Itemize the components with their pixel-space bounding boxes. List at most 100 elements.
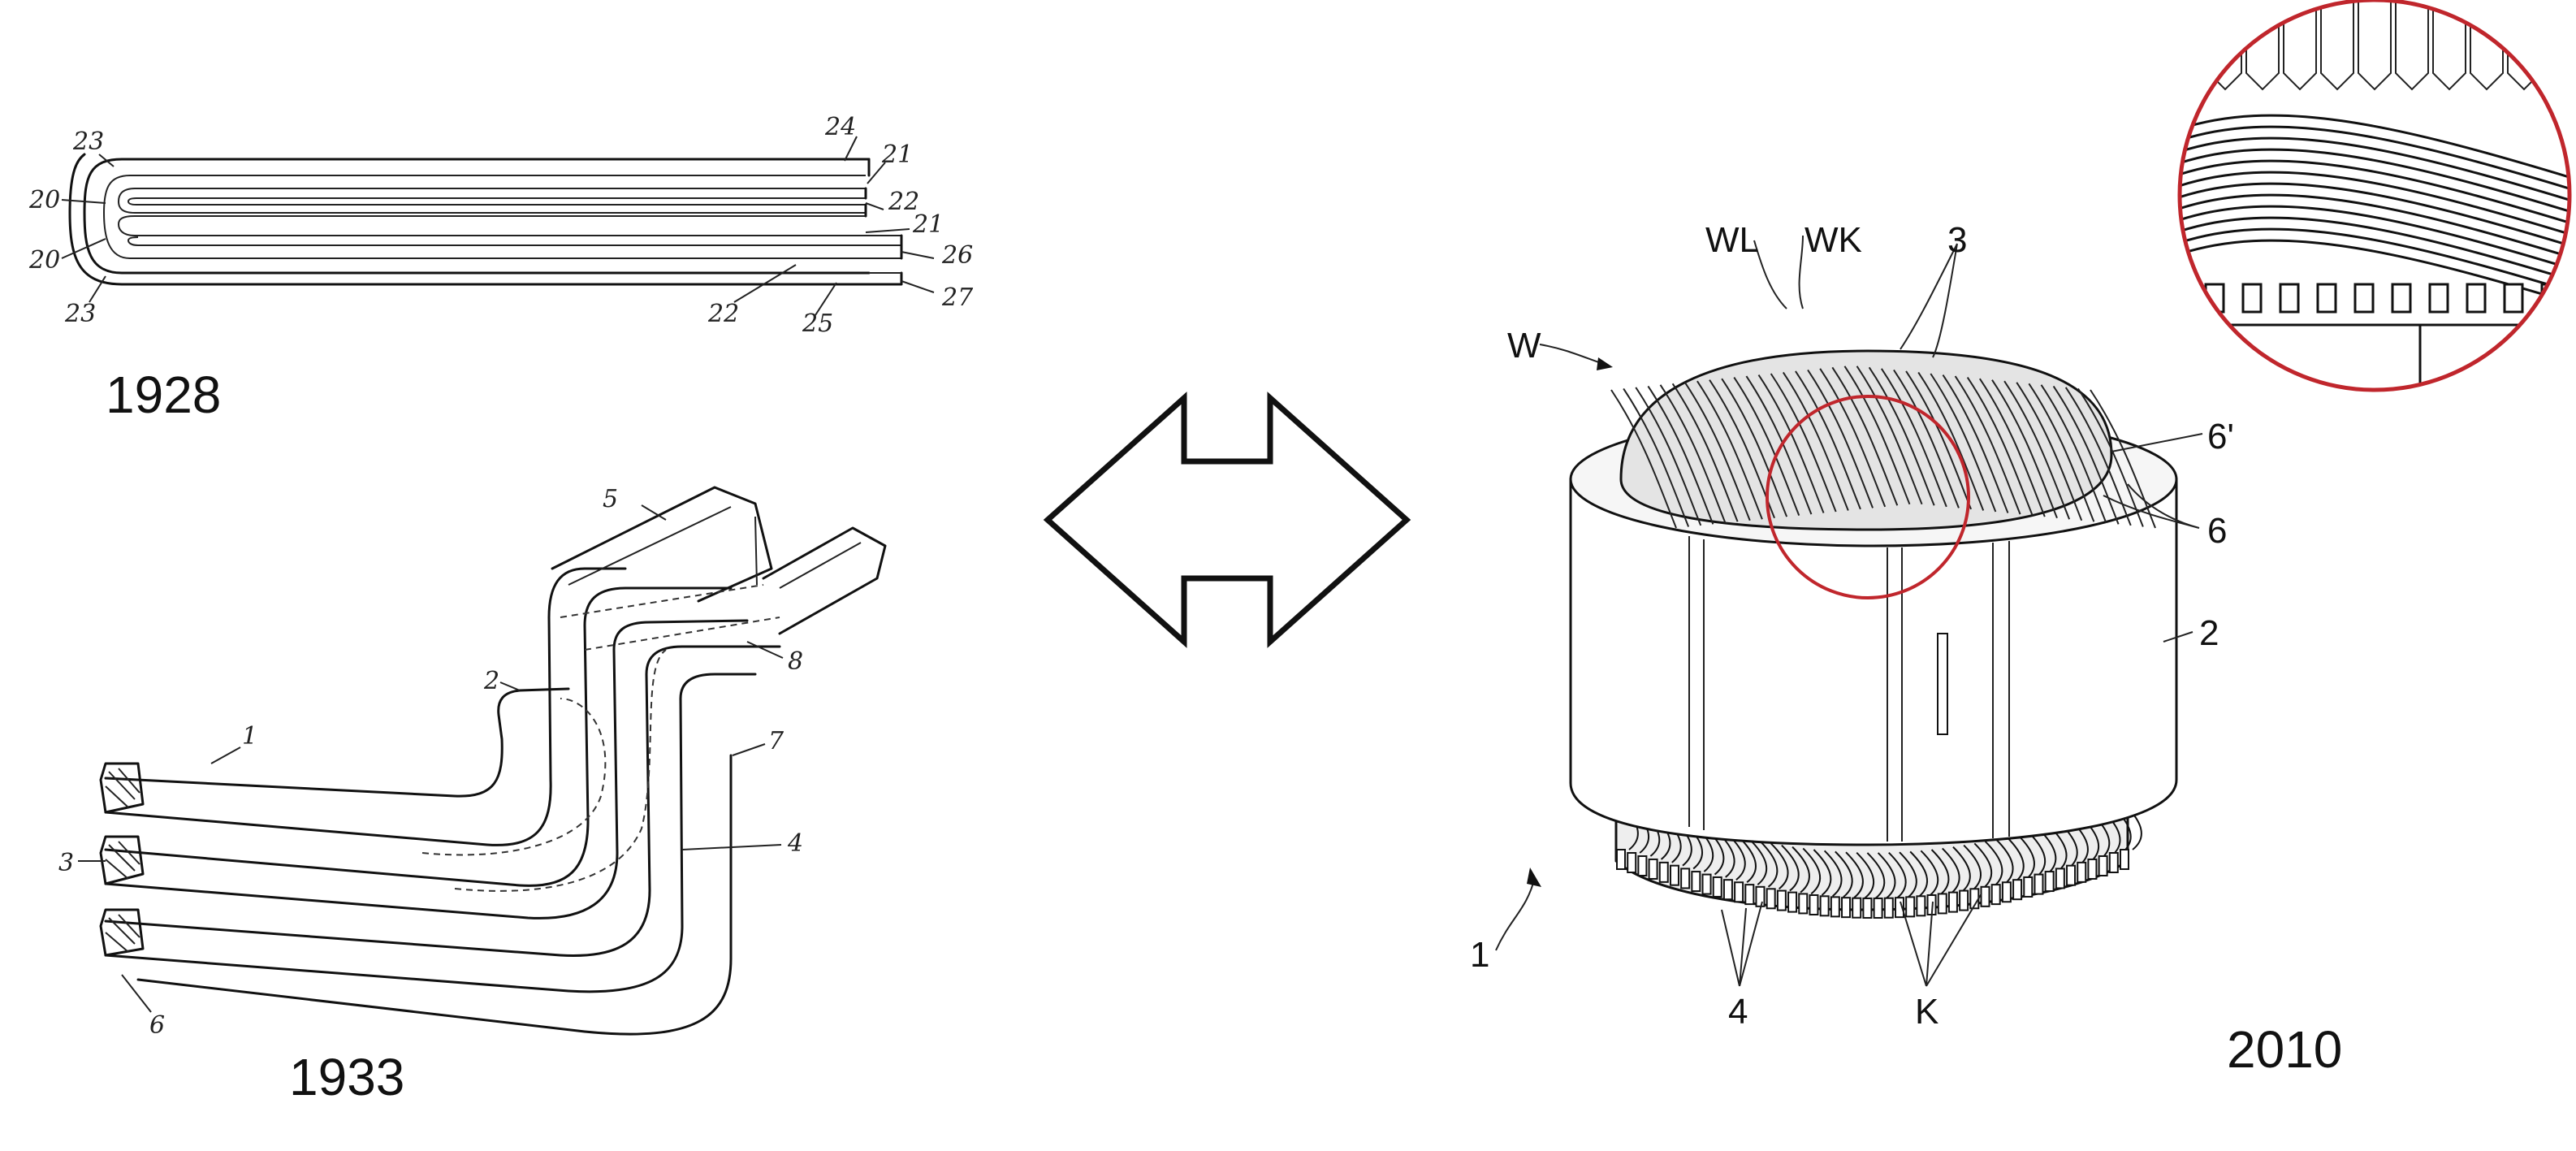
- winding-strand: [1659, 384, 1727, 524]
- stator-tooth: [1916, 895, 1926, 917]
- winding-strand: [2180, 125, 2570, 192]
- label-W: W: [1507, 326, 1541, 366]
- winding-strand: [1856, 366, 1923, 505]
- stator-tooth: [2077, 861, 2087, 883]
- winding-pin: [2283, 0, 2317, 91]
- stator-tooth: [1712, 876, 1722, 898]
- stator-tooth: [2098, 855, 2108, 876]
- label-4: 4: [787, 829, 803, 858]
- stator-tooth: [2428, 283, 2449, 314]
- winding-strand: [1795, 370, 1861, 510]
- label-7: 7: [768, 727, 784, 755]
- winding-strand: [1952, 846, 1971, 894]
- wire-end-top: [99, 762, 145, 814]
- stator-tooth: [2044, 871, 2055, 893]
- winding-strand: [1984, 841, 2003, 888]
- winding-strand: [1759, 841, 1779, 888]
- stator-tooth: [1627, 852, 1637, 874]
- winding-strand: [2016, 833, 2035, 881]
- winding-strand: [2180, 193, 2570, 260]
- label-5: 5: [603, 485, 618, 513]
- stator-tooth: [1809, 894, 1819, 915]
- label-21-bottom: 21: [912, 210, 944, 239]
- winding-strand: [1868, 366, 1935, 506]
- winding-strand: [2180, 239, 2570, 305]
- winding-strand: [1966, 377, 2034, 516]
- stator-tooth: [1959, 889, 1969, 911]
- stator-tooth: [1616, 849, 1626, 870]
- winding-strand: [2180, 205, 2570, 271]
- winding-strand: [1802, 847, 1822, 895]
- winding-strand: [1696, 380, 1763, 520]
- stator-tooth: [1776, 889, 1787, 911]
- winding-strand: [1979, 378, 2046, 517]
- winding-strand: [1733, 377, 1800, 516]
- winding-strand: [1973, 842, 1993, 890]
- winding-strand: [1930, 849, 1950, 896]
- stator-tooth: [2353, 283, 2375, 314]
- stator-tooth: [2087, 858, 2098, 880]
- stator-tooth: [1669, 864, 1679, 886]
- year-1928: 1928: [106, 366, 221, 424]
- winding-pin: [2320, 0, 2354, 91]
- winding-strand: [2077, 387, 2144, 527]
- stator-tooth: [1798, 893, 1809, 915]
- winding-strand: [1813, 849, 1832, 896]
- label-21-top: 21: [881, 141, 913, 169]
- winding-strand: [1781, 844, 1800, 892]
- stator-tooth: [2241, 283, 2263, 314]
- winding-strand: [2180, 136, 2570, 203]
- winding-strand: [1942, 374, 2009, 513]
- stator-tooth: [1648, 858, 1658, 880]
- figure-1933: 5 2 1 3 6 8 7 4 1933: [58, 485, 887, 1106]
- winding-strand: [1671, 383, 1739, 522]
- winding-strand: [1905, 370, 1973, 510]
- label-20-bottom: 20: [28, 246, 60, 275]
- winding-strand: [1920, 850, 1939, 898]
- winding-pin: [2544, 0, 2570, 91]
- stator-tooth: [1883, 897, 1894, 919]
- stator-tooth: [1980, 885, 1990, 907]
- winding-strand: [1683, 382, 1751, 521]
- winding-pin: [2358, 0, 2392, 91]
- stator-tooth: [2466, 283, 2487, 314]
- stator-tooth: [2066, 864, 2077, 886]
- label-1: 1: [242, 722, 257, 751]
- winding-strand: [1942, 847, 1960, 895]
- stator-tooth: [2012, 879, 2023, 901]
- label-26: 26: [941, 241, 973, 270]
- stator-tooth: [2001, 881, 2012, 903]
- winding-strand: [2180, 171, 2570, 237]
- winding-strand: [1963, 844, 1982, 892]
- stator-tooth: [1744, 884, 1755, 906]
- label-23-top: 23: [72, 128, 104, 156]
- winding-strand: [1877, 852, 1896, 899]
- winding-strand: [1792, 846, 1810, 894]
- winding-strand: [1823, 850, 1843, 898]
- label-23-bottom: 23: [64, 300, 96, 328]
- label-27: 27: [941, 283, 974, 312]
- detail-magnifier-inset: [2177, 0, 2572, 392]
- detail-highlight-circle: [1766, 395, 1970, 599]
- winding-strand: [1991, 379, 2058, 519]
- label-6: 6: [149, 1011, 165, 1040]
- label-2: 2: [2199, 613, 2219, 653]
- stator-tooth: [1701, 873, 1712, 895]
- year-2010: 2010: [2227, 1020, 2342, 1079]
- stator-tooth: [1947, 891, 1958, 913]
- stator-tooth: [2034, 873, 2044, 895]
- winding-strand: [1721, 378, 1788, 517]
- label-WL: WL: [1705, 220, 1759, 260]
- winding-strand: [1745, 375, 1813, 515]
- label-6: 6: [2207, 511, 2227, 551]
- inset-baseline: [2180, 323, 2570, 390]
- label-20-top: 20: [28, 186, 60, 214]
- winding-strand: [1757, 374, 1825, 513]
- winding-strand: [1635, 387, 1702, 526]
- winding-strand: [1888, 851, 1907, 899]
- label-8: 8: [788, 647, 803, 676]
- wire-end-bottom: [99, 908, 145, 957]
- stator-tooth: [1905, 896, 1916, 918]
- winding-strand: [1782, 371, 1849, 511]
